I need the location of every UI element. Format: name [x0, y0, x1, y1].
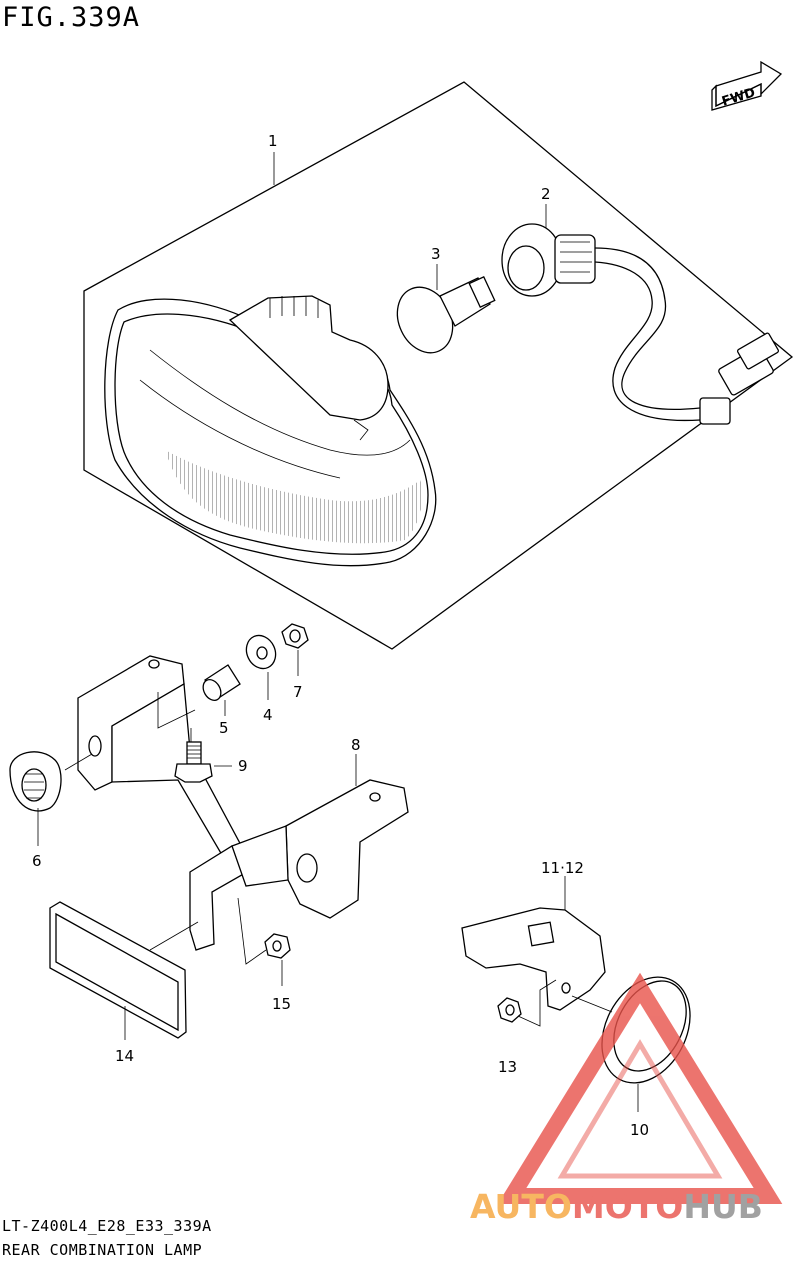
- callout-11-12: 11·12: [541, 859, 584, 877]
- bulb: [396, 275, 496, 354]
- part-name: REAR COMBINATION LAMP: [2, 1241, 203, 1259]
- grommet: [9, 751, 62, 812]
- callout-13: 13: [498, 1058, 517, 1076]
- svg-text:AUTOMOTOHUB: AUTOMOTOHUB: [470, 1187, 763, 1226]
- bolt: [174, 741, 213, 783]
- callout-5: 5: [219, 719, 229, 737]
- model-code: LT-Z400L4_E28_E33_339A: [2, 1217, 212, 1235]
- washer: [245, 634, 277, 670]
- callout-8: 8: [351, 736, 361, 754]
- watermark-auto: AUTO: [470, 1187, 572, 1226]
- bulb-socket-harness: [501, 223, 780, 425]
- watermark-logo: AUTOMOTOHUB: [470, 972, 783, 1226]
- mount-nut: [497, 997, 522, 1023]
- callout-1: 1: [268, 132, 278, 150]
- callout-7: 7: [293, 683, 303, 701]
- callout-10: 10: [630, 1121, 649, 1139]
- callout-6: 6: [32, 852, 42, 870]
- assembly-outline: [83, 81, 794, 650]
- reflector-nut: [264, 933, 291, 959]
- watermark-hub: HUB: [683, 1187, 763, 1226]
- flange-nut: [281, 623, 309, 649]
- fwd-arrow-icon: FWD: [711, 60, 783, 111]
- figure-title: FIG.339A: [2, 2, 141, 33]
- callout-14: 14: [115, 1047, 134, 1065]
- reflector-mount-bracket: [461, 907, 606, 1011]
- callout-4: 4: [263, 706, 273, 724]
- lamp-housing: [104, 295, 437, 567]
- reflector-bracket: [189, 779, 409, 951]
- collar: [202, 664, 241, 701]
- callout-3: 3: [431, 245, 441, 263]
- callout-2: 2: [541, 185, 551, 203]
- watermark-moto: MOTO: [572, 1187, 683, 1226]
- callout-15: 15: [272, 995, 291, 1013]
- side-reflector: [49, 901, 187, 1039]
- callout-9: 9: [238, 757, 248, 775]
